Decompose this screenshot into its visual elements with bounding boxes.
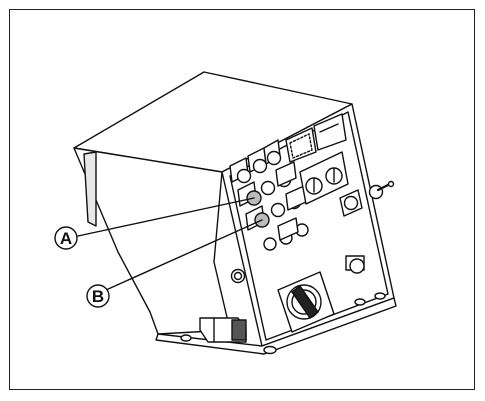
main-switch [277, 271, 335, 333]
knob-4 [260, 180, 276, 196]
knob-6 [270, 202, 286, 218]
side-toggle [368, 180, 395, 200]
callout-a: A [54, 226, 78, 250]
knob-8 [263, 237, 277, 251]
switch-row-lower [245, 185, 307, 231]
meter-right-bar [319, 123, 339, 133]
side-connector [230, 268, 246, 284]
callout-a-circle [54, 226, 78, 250]
callout-a-label: A [60, 229, 72, 248]
feet [180, 292, 386, 355]
callout-b-circle [86, 284, 110, 308]
side-toggle-tip [387, 180, 395, 188]
callout-b-label: B [92, 287, 104, 306]
selector-knob-3 [343, 195, 359, 211]
figure-frame [9, 9, 475, 390]
side-toggle-base [368, 184, 384, 200]
knob-3 [266, 150, 282, 166]
switch-block-5 [275, 161, 297, 187]
plug-front [231, 319, 247, 341]
meter-group [285, 113, 347, 163]
switch-row-top [229, 139, 282, 184]
knob-1 [236, 168, 252, 184]
meter-right [313, 113, 347, 151]
plug [199, 317, 247, 343]
foot-3 [354, 298, 366, 306]
callout-b: B [86, 284, 110, 308]
knob-2 [252, 158, 268, 174]
side-connector-inner [233, 271, 243, 281]
main-switch-handle [291, 285, 319, 319]
pushbutton-cap [349, 258, 365, 274]
meter-left-face [289, 133, 313, 159]
foot-4 [374, 292, 386, 300]
leader-line-a [77, 197, 255, 237]
selector-group [299, 151, 363, 217]
foot-1 [180, 334, 192, 342]
switch-row-bottom [263, 217, 309, 251]
pushbutton-lower [345, 255, 365, 274]
housing-left-edge-shading [83, 151, 97, 227]
housing-left-side [73, 147, 231, 335]
leader-line-b [105, 219, 263, 291]
housing-base [155, 297, 397, 355]
foot-2 [263, 345, 277, 355]
switch-block-8 [277, 217, 299, 241]
